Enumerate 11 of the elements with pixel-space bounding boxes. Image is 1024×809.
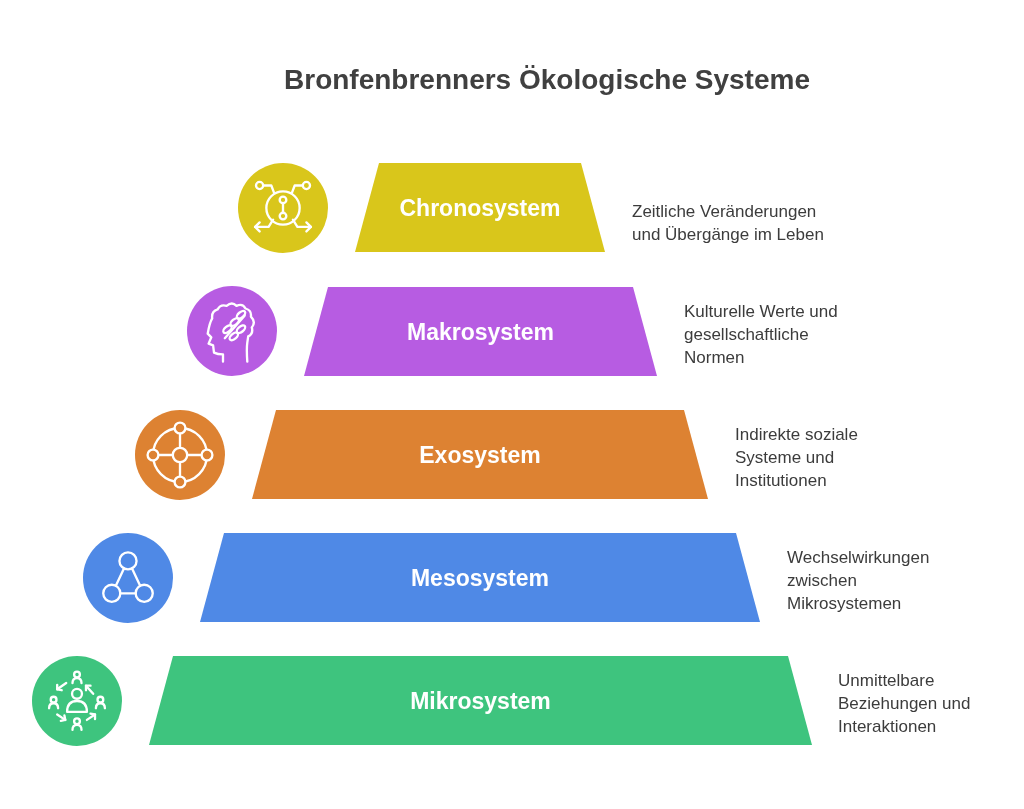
level-label: Makrosystem xyxy=(407,317,554,346)
description-text: Zeitliche Veränderungen und Übergänge im Leben xyxy=(632,201,825,246)
level-label: Exosystem xyxy=(419,440,541,469)
description-text: Unmittelbare Beziehungen und Interaktionen xyxy=(838,670,972,738)
level-label: Chronosystem xyxy=(399,193,561,222)
diagram-title: Bronfenbrenners Ökologische Systeme xyxy=(284,63,810,97)
level-label: Mikrosystem xyxy=(410,686,551,715)
description-text: Wechselwirkungen zwischen Mikrosystemen xyxy=(787,547,931,615)
description-text: Kulturelle Werte und gesellschaftliche Normen xyxy=(684,301,839,369)
level-label: Mesosystem xyxy=(410,563,550,592)
description-text: Indirekte soziale Systeme und Institutionen xyxy=(735,424,859,492)
